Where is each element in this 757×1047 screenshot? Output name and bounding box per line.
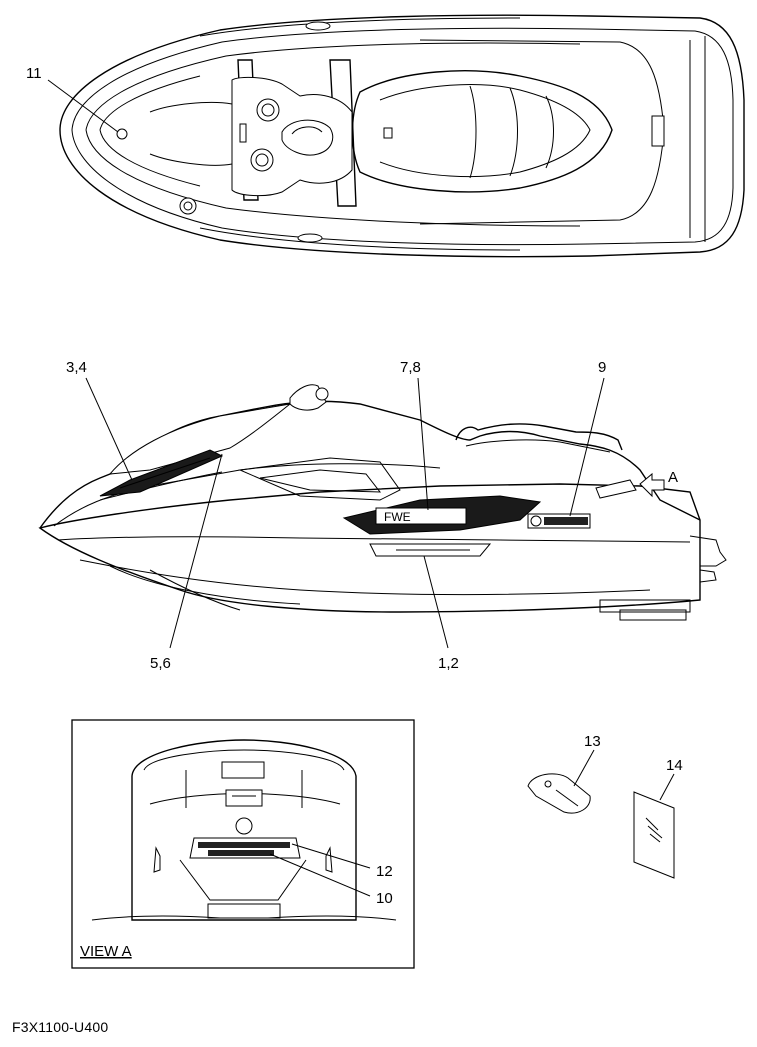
callout-11: 11 xyxy=(26,65,42,82)
callout-9: 9 xyxy=(598,359,606,376)
part-14-drawing xyxy=(633,773,675,879)
callout-3-4: 3,4 xyxy=(66,359,87,376)
callout-10: 10 xyxy=(376,890,393,907)
callout-5-6: 5,6 xyxy=(150,655,171,672)
callout-14: 14 xyxy=(666,757,683,774)
figure-code: F3X1100-U400 xyxy=(12,1019,109,1035)
part-13-drawing xyxy=(527,749,595,814)
top-view-jetski xyxy=(47,14,745,258)
callout-view-a-arrow: A xyxy=(668,469,678,486)
callout-13: 13 xyxy=(584,733,601,750)
callout-12: 12 xyxy=(376,863,393,880)
svg-text:FWE: FWE xyxy=(384,510,411,524)
callout-1-2: 1,2 xyxy=(438,655,459,672)
view-a-panel xyxy=(71,719,415,969)
callout-7-8: 7,8 xyxy=(400,359,421,376)
side-view-jetski: FWE xyxy=(38,377,727,649)
view-a-label: VIEW A xyxy=(80,943,132,960)
